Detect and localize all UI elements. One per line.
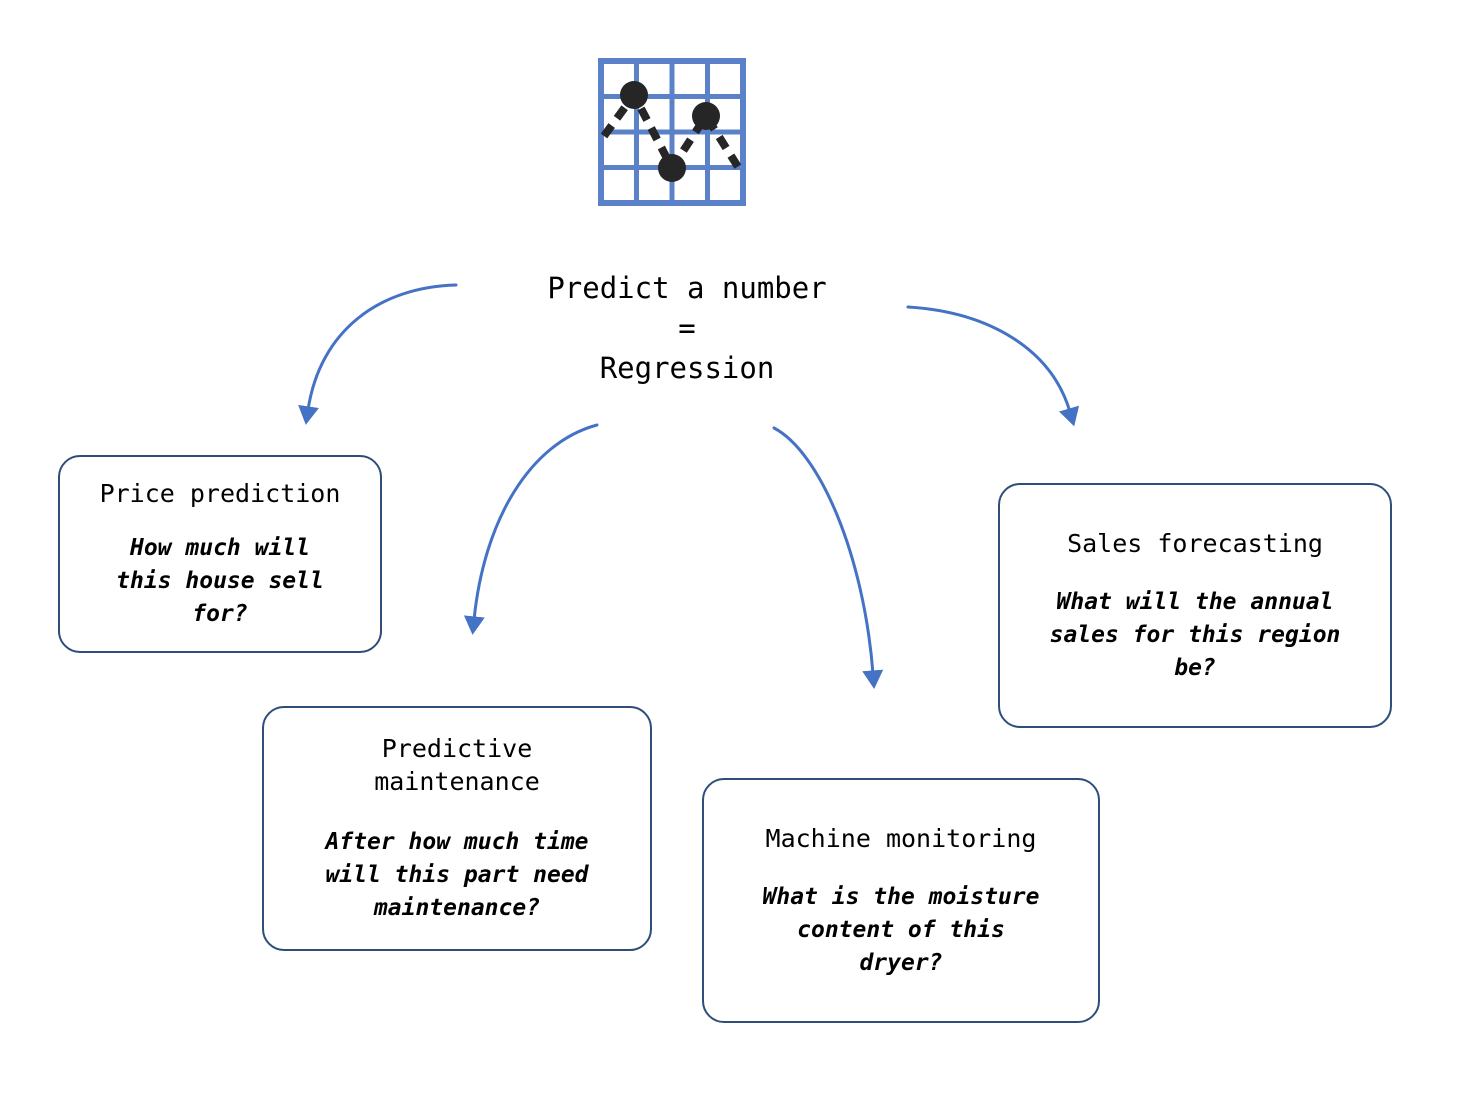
node-title: Price prediction [99,479,341,508]
arrow-to-predictive-maintenance [463,423,599,635]
arrow-to-machine-monitoring [772,426,884,689]
node-price-prediction[interactable]: Price prediction How much will this hous… [58,455,382,653]
center-title: Predict a number = Regression [547,271,827,385]
node-machine-monitoring[interactable]: Machine monitoring What is the moisture … [702,778,1100,1023]
node-title: Machine monitoring [765,823,1037,853]
node-question: After how much time will this part need … [325,829,589,921]
node-question: How much will this house sell for? [116,535,324,627]
arrow-to-price-prediction [298,283,458,425]
node-title: Predictive maintenance [374,734,540,796]
node-sales-forecasting[interactable]: Sales forecasting What will the annual s… [998,483,1392,728]
node-question: What will the annual sales for this regi… [1049,588,1341,681]
node-predictive-maintenance[interactable]: Predictive maintenance After how much ti… [262,706,652,951]
line-chart-grid-icon [598,58,746,206]
node-title: Sales forecasting [1067,528,1323,558]
node-question: What is the moisture content of this dry… [762,883,1040,976]
